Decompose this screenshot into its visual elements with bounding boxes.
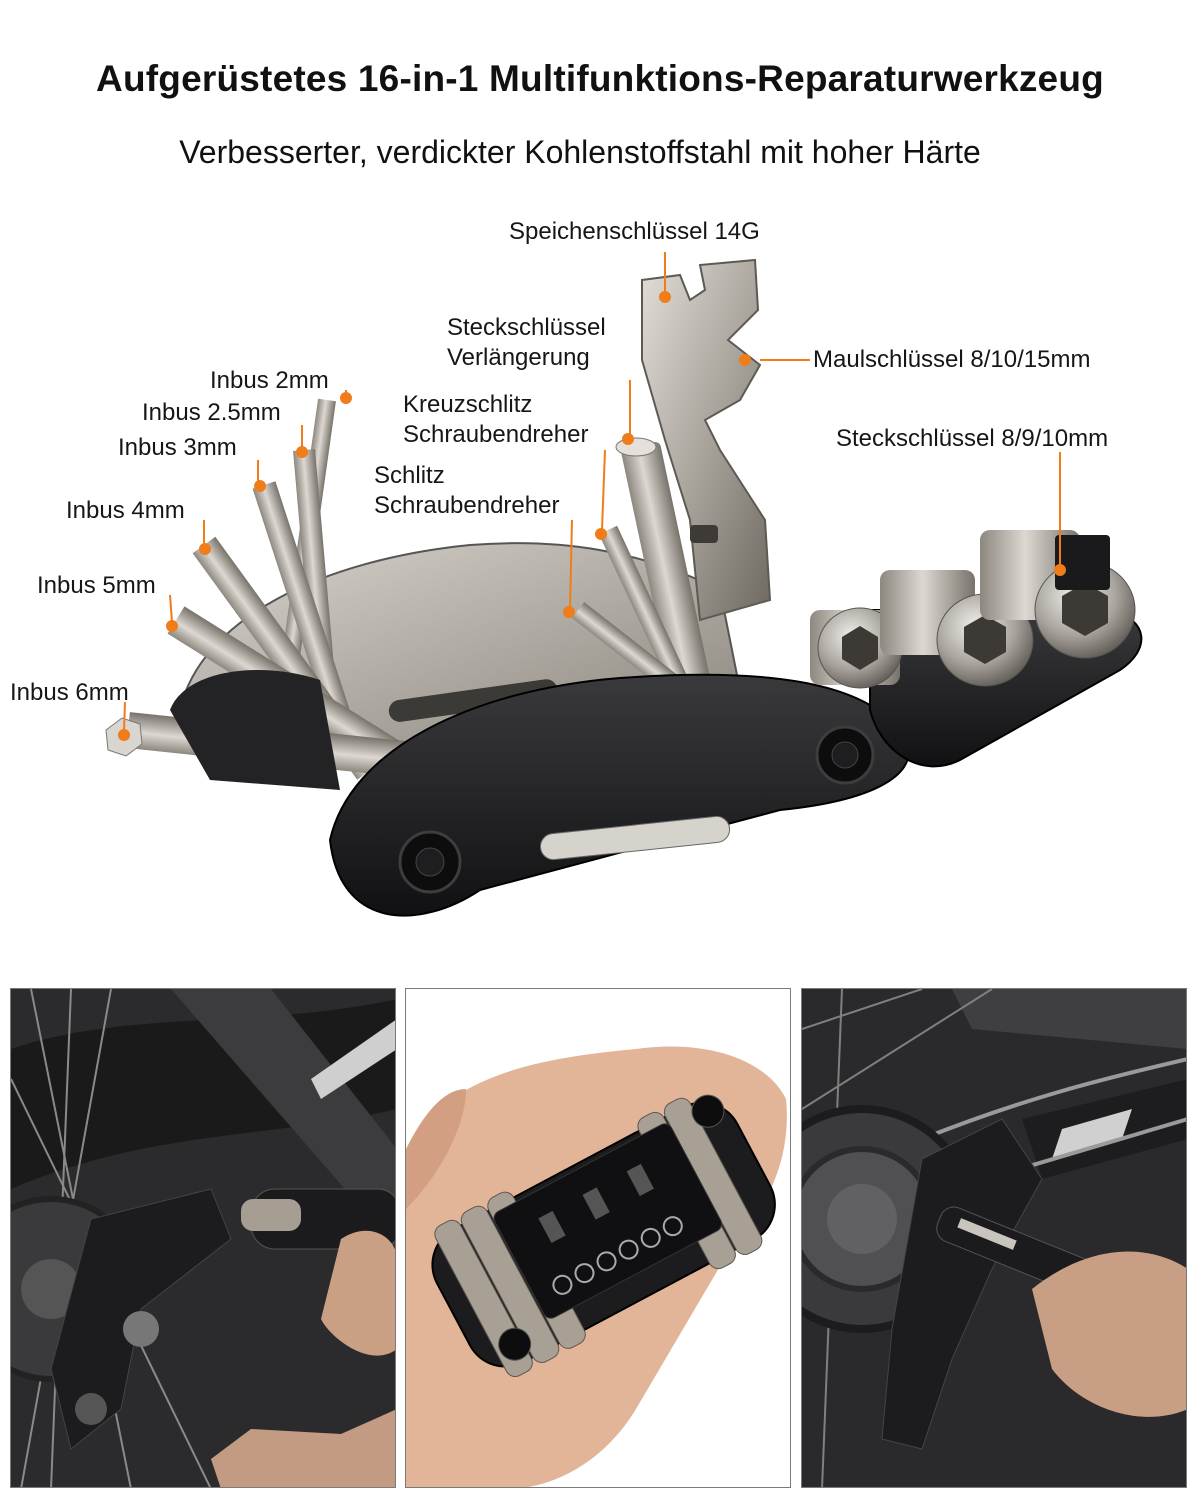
label-flat-line1: Schlitz bbox=[374, 462, 445, 489]
spoke-wrench bbox=[641, 258, 772, 622]
label-hex-2mm: Inbus 2mm bbox=[210, 367, 329, 394]
photo-usage-right bbox=[801, 988, 1187, 1488]
phillips-screwdriver bbox=[598, 525, 702, 716]
label-hex-3mm: Inbus 3mm bbox=[118, 434, 237, 461]
frame-bolt bbox=[123, 1311, 159, 1347]
label-flat-line2: Schraubendreher bbox=[374, 492, 560, 519]
wrench-slot bbox=[690, 525, 718, 543]
socket-clip bbox=[1055, 535, 1110, 590]
label-socket-extension-line2: Verlängerung bbox=[447, 344, 590, 371]
frame-stripe bbox=[1052, 1109, 1132, 1159]
folded-multitool bbox=[431, 1094, 776, 1378]
label-sockets: Steckschlüssel 8/9/10mm bbox=[836, 425, 1109, 452]
label-phillips-line2: Schraubendreher bbox=[403, 421, 589, 448]
multitool-illustration bbox=[0, 190, 1200, 950]
label-hex-6mm: Inbus 6mm bbox=[10, 679, 129, 706]
hand bbox=[1032, 1251, 1186, 1417]
socket-extension bbox=[621, 441, 711, 693]
thumb bbox=[406, 1089, 466, 1209]
label-spoke-wrench: Speichenschlüssel 14G bbox=[509, 218, 760, 245]
label-socket-extension-line1: Steckschlüssel bbox=[447, 314, 606, 341]
bike-frame-tube bbox=[952, 989, 1186, 1049]
rear-derailleur bbox=[881, 1118, 1043, 1450]
size-markings bbox=[552, 1216, 683, 1295]
photo-hand-holding bbox=[405, 988, 791, 1488]
plate-slot bbox=[388, 679, 558, 722]
hand bbox=[321, 1230, 395, 1356]
photo-usage-left bbox=[10, 988, 396, 1488]
label-open-wrench: Maulschlüssel 8/10/15mm bbox=[813, 346, 1091, 373]
frame-stripe bbox=[311, 1020, 395, 1099]
multitool-drawing bbox=[105, 252, 1143, 917]
tool-body-back bbox=[170, 670, 340, 790]
page-title: Aufgerüstetes 16-in-1 Multifunktions-Rep… bbox=[96, 58, 1104, 99]
label-hex-4mm: Inbus 4mm bbox=[66, 497, 185, 524]
callout-markers bbox=[118, 252, 1066, 741]
pivot-bolt-front-inner bbox=[415, 847, 445, 877]
label-hex-2-5mm: Inbus 2.5mm bbox=[142, 399, 281, 426]
label-phillips-line1: Kreuzschlitz bbox=[403, 391, 533, 418]
page-subtitle: Verbesserter, verdickter Kohlenstoffstah… bbox=[179, 134, 981, 170]
dropout bbox=[50, 1188, 232, 1450]
label-hex-5mm: Inbus 5mm bbox=[37, 572, 156, 599]
body-slot bbox=[539, 815, 731, 861]
hex-key-3mm bbox=[252, 481, 366, 765]
